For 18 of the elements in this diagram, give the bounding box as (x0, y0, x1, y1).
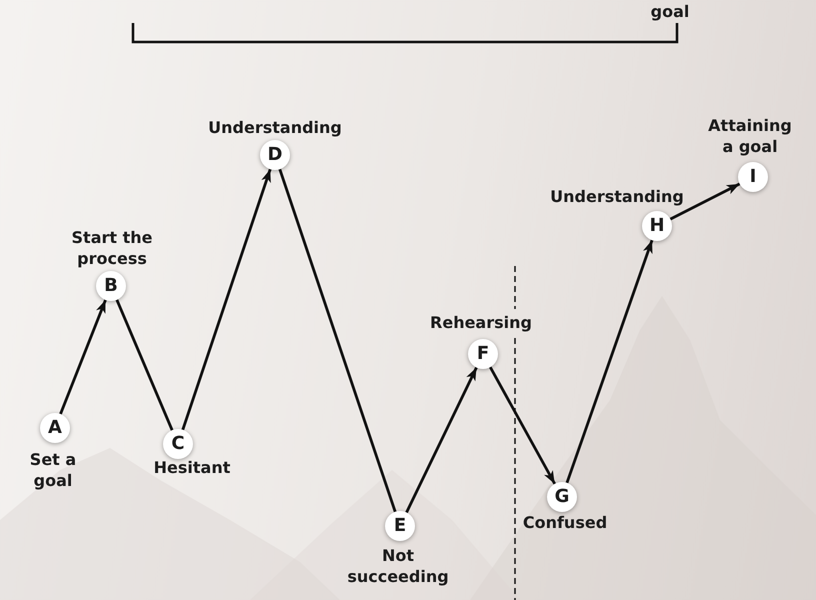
step-label: Not succeeding (346, 545, 450, 587)
step-label: Set a goal (29, 449, 77, 491)
step-label: Understanding (208, 117, 342, 138)
arrow (181, 168, 272, 430)
arrow (405, 366, 478, 514)
arrow (670, 182, 740, 220)
arrow (59, 299, 107, 415)
step-label: Start the process (71, 227, 153, 269)
arrow (489, 366, 556, 485)
step-label: Hesitant (153, 457, 231, 478)
bracket-label: goal (650, 1, 690, 22)
step-label: Confused (522, 512, 608, 533)
step-label: Understanding (550, 186, 684, 207)
connector-line (116, 299, 174, 431)
step-label: Attaining a goal (708, 115, 792, 157)
step-label: Rehearsing (430, 312, 532, 333)
arrow (566, 240, 654, 484)
connector-line (278, 168, 397, 512)
